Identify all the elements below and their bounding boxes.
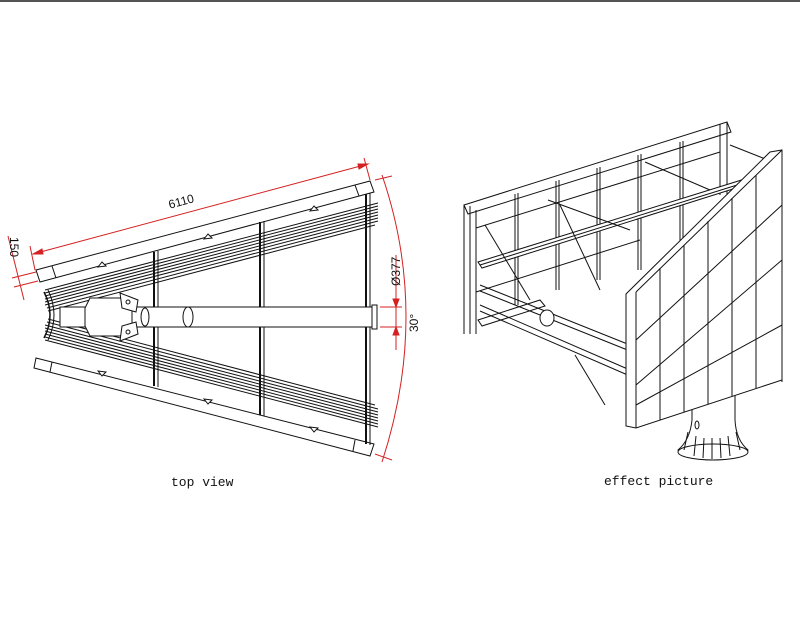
lower-truss-bundle <box>44 318 379 428</box>
top-view-caption: top view <box>171 475 234 490</box>
effect-picture-caption: effect picture <box>604 474 714 489</box>
top-border-rule <box>0 0 800 2</box>
dimension-labels: 6110 150 Ø377 30° <box>7 191 421 332</box>
top-view-structure <box>33 180 379 457</box>
dimension-lines <box>7 157 407 463</box>
dimension-length-label: 6110 <box>167 191 196 211</box>
dimension-angle-label: 30° <box>407 314 421 332</box>
upper-truss-bundle <box>44 202 379 312</box>
dimension-diameter-label: Ø377 <box>389 256 403 286</box>
effect-picture-drawing <box>463 121 783 461</box>
dimension-thickness-label: 150 <box>7 237 21 257</box>
